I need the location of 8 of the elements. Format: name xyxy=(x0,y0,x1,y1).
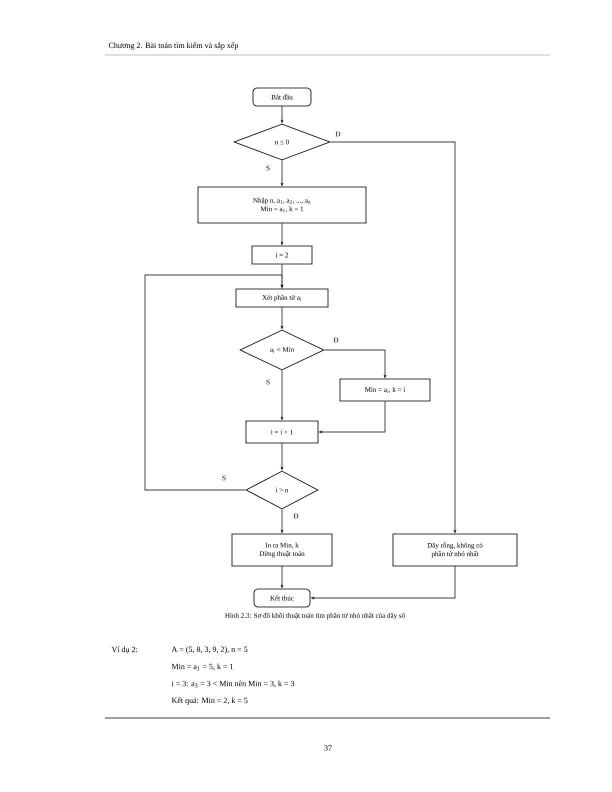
running-header: Chương 2. Bài toán tìm kiếm và sắp xếp xyxy=(108,42,238,50)
arrow xyxy=(144,274,284,490)
page-number: 37 xyxy=(324,745,332,751)
example-label: Ví dụ 2: xyxy=(112,646,138,654)
example-line: A = (5, 8, 3, 9, 2), n = 5 xyxy=(172,646,248,654)
example-line: Min = a$_{1}$ = 5, k = 1 xyxy=(172,664,233,670)
example-line: i = 3: a$_{3}$ = 3 < Min nên Min = 3, k = 3 xyxy=(172,680,294,688)
example-line: Kết quả: Min = 2, k = 5 xyxy=(172,697,248,705)
